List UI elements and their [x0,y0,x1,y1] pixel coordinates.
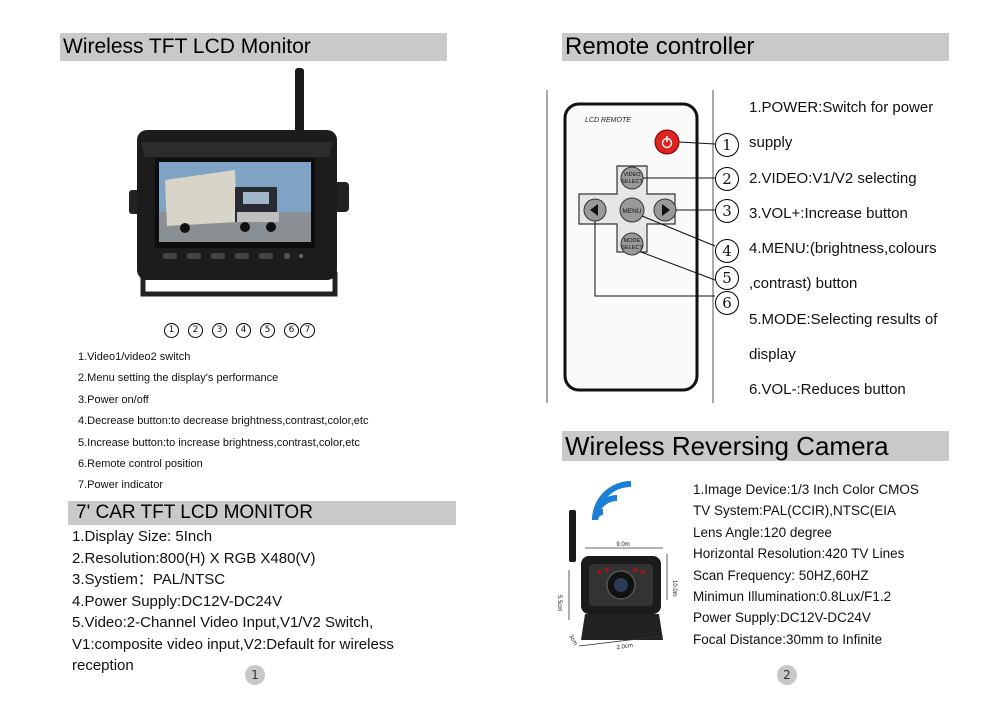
remote-menu-label: MENU [622,208,641,215]
camera-section-title: Wireless Reversing Camera [562,431,949,461]
remote-illustration: LCD REMOTE VIDEO SELECT MENU MODE SELECT [546,90,716,403]
remote-callout-5: 5 [715,266,739,290]
remote-desc-item: 6.VOL-:Reduces button [749,381,906,399]
camera-spec-item: Focal Distance:30mm to Infinite [693,631,883,647]
spec-item: 2.Resolution:800(H) X RGB X480(V) [72,549,316,567]
dim-bottom-left: 3cm [567,634,578,647]
camera-spec-item: Lens Angle:120 degree [693,524,832,540]
remote-desc-item: 4.MENU:(brightness,colours [749,240,937,258]
remote-callout-4: 4 [715,239,739,263]
remote-callout-6: 6 [715,291,739,315]
callout-7: 7 [300,323,315,338]
spec-item: 1.Display Size: 5Inch [72,528,213,545]
spec-item: 4.Power Supply:DC12V-DC24V [72,592,283,610]
remote-callout-1: 1 [715,133,739,157]
monitor-illustration [129,68,349,297]
remote-brand: LCD REMOTE [585,117,631,124]
dim-left: 5.5cm [556,595,562,611]
feature-item: 5.Increase button:to increase brightness… [78,436,360,449]
camera-spec-item: TV System:PAL(CCIR),NTSC(EIA [693,503,897,519]
remote-description-list: 1.POWER:Switch for power supply 2.VIDEO:… [749,90,937,408]
dim-right: 10.0m [671,580,677,597]
monitor-section-title: Wireless TFT LCD Monitor [60,33,447,61]
dim-top: 9.0m [616,542,629,548]
dim-bottom: 2.0cm [616,643,633,651]
remote-desc-item: 1.POWER:Switch for power [749,99,934,116]
remote-desc-item: display [749,346,796,364]
feature-item: 6.Remote control position [78,458,203,471]
page-number-left: 1 [245,665,265,685]
remote-video-label-1: VIDEO [623,172,641,178]
remote-callout-2: 2 [715,167,739,191]
remote-video-label-2: SELECT [621,179,643,185]
camera-spec-item: 1.Image Device:1/3 Inch Color CMOS [693,482,919,497]
callout-2: 2 [188,323,203,338]
camera-spec-item: Minimun Illumination:0.8Lux/F1.2 [693,589,892,605]
remote-desc-item: ,contrast) button [749,275,858,293]
callout-6: 6 [284,323,299,338]
remote-mode-label-2: SELECT [621,245,643,251]
feature-item: 7.Power indicator [78,479,163,492]
camera-spec-item: Power Supply:DC12V-DC24V [693,610,871,626]
remote-callout-3: 3 [715,199,739,223]
callout-1: 1 [164,323,179,338]
camera-spec-list: 1.Image Device:1/3 Inch Color CMOS TV Sy… [693,479,919,650]
remote-desc-item: 5.MODE:Selecting results of [749,310,938,328]
spec-item: V1:composite video input,V2:Default for … [72,635,394,653]
monitor-spec-list: 1.Display Size: 5Inch 2.Resolution:800(H… [72,526,394,677]
camera-spec-item: Horizontal Resolution:420 TV Lines [693,546,905,562]
callout-4: 4 [236,323,251,338]
remote-section-title: Remote controller [562,33,949,61]
remote-desc-item: 2.VIDEO:V1/V2 selecting [749,169,917,187]
feature-item: 2.Menu setting the display's performance [78,372,279,385]
callout-5: 5 [260,323,275,338]
spec-item: reception [72,657,134,674]
feature-item: 1.Video1/video2 switch [78,351,191,363]
monitor-features-list: 1.Video1/video2 switch 2.Menu setting th… [78,347,368,497]
feature-item: 4.Decrease button:to decrease brightness… [78,415,369,428]
feature-item: 3.Power on/off [78,393,149,406]
spec-item: 3.Systiem：PAL/NTSC [72,571,226,588]
spec-item: 5.Video:2-Channel Video Input,V1/V2 Swit… [72,614,374,631]
camera-illustration: 9.0m 10.0m 5.5cm 3cm 2.0cm [556,481,677,651]
callout-3: 3 [212,323,227,338]
page-number-right: 2 [777,665,797,685]
wifi-icon [592,481,632,521]
remote-desc-item: supply [749,134,793,152]
camera-spec-item: Scan Frequency: 50HZ,60HZ [693,567,869,583]
remote-desc-item: 3.VOL+:Increase button [749,204,908,222]
remote-mode-label-1: MODE [624,238,641,244]
monitor-spec-title: 7' CAR TFT LCD MONITOR [68,501,456,525]
